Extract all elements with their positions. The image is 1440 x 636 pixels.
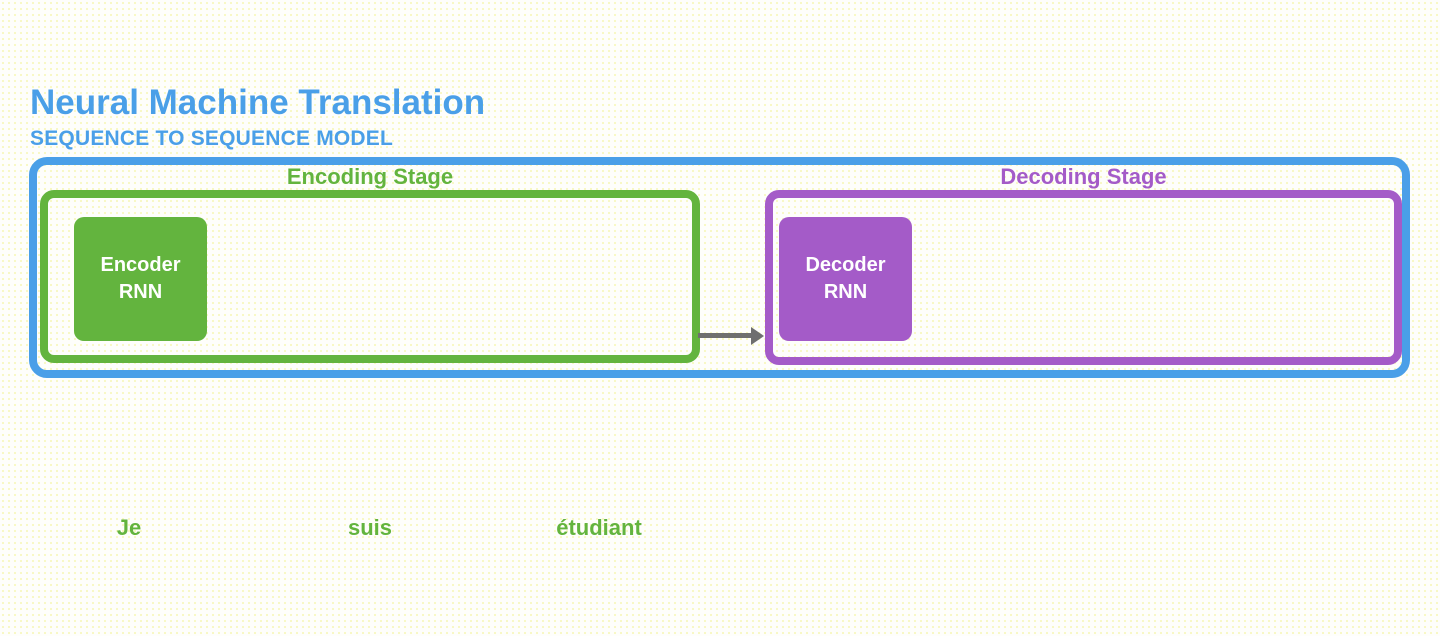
arrow-shaft [698, 333, 753, 338]
seq2seq-model-container [29, 157, 1410, 378]
page-subtitle: SEQUENCE TO SEQUENCE MODEL [30, 127, 394, 150]
page-title: Neural Machine Translation [30, 83, 486, 122]
input-token: étudiant [556, 515, 642, 540]
encoder-rnn-box: Encoder RNN [74, 217, 207, 341]
decoder-rnn-box: Decoder RNN [779, 217, 912, 341]
input-token: suis [347, 515, 393, 540]
input-token: Je [116, 515, 142, 540]
encoding-stage-label: Encoding Stage [286, 164, 454, 189]
decoding-stage-label: Decoding Stage [1000, 164, 1167, 189]
encoder-rnn-label-line1: Encoder [100, 254, 181, 276]
encoding-stage-box [40, 190, 700, 363]
decoder-rnn-label-line1: Decoder [805, 254, 886, 276]
decoder-rnn-label-line2: RNN [823, 281, 868, 303]
decoding-stage-box [765, 190, 1402, 365]
encoder-rnn-label-line2: RNN [118, 281, 163, 303]
arrow-head-icon [751, 326, 764, 345]
